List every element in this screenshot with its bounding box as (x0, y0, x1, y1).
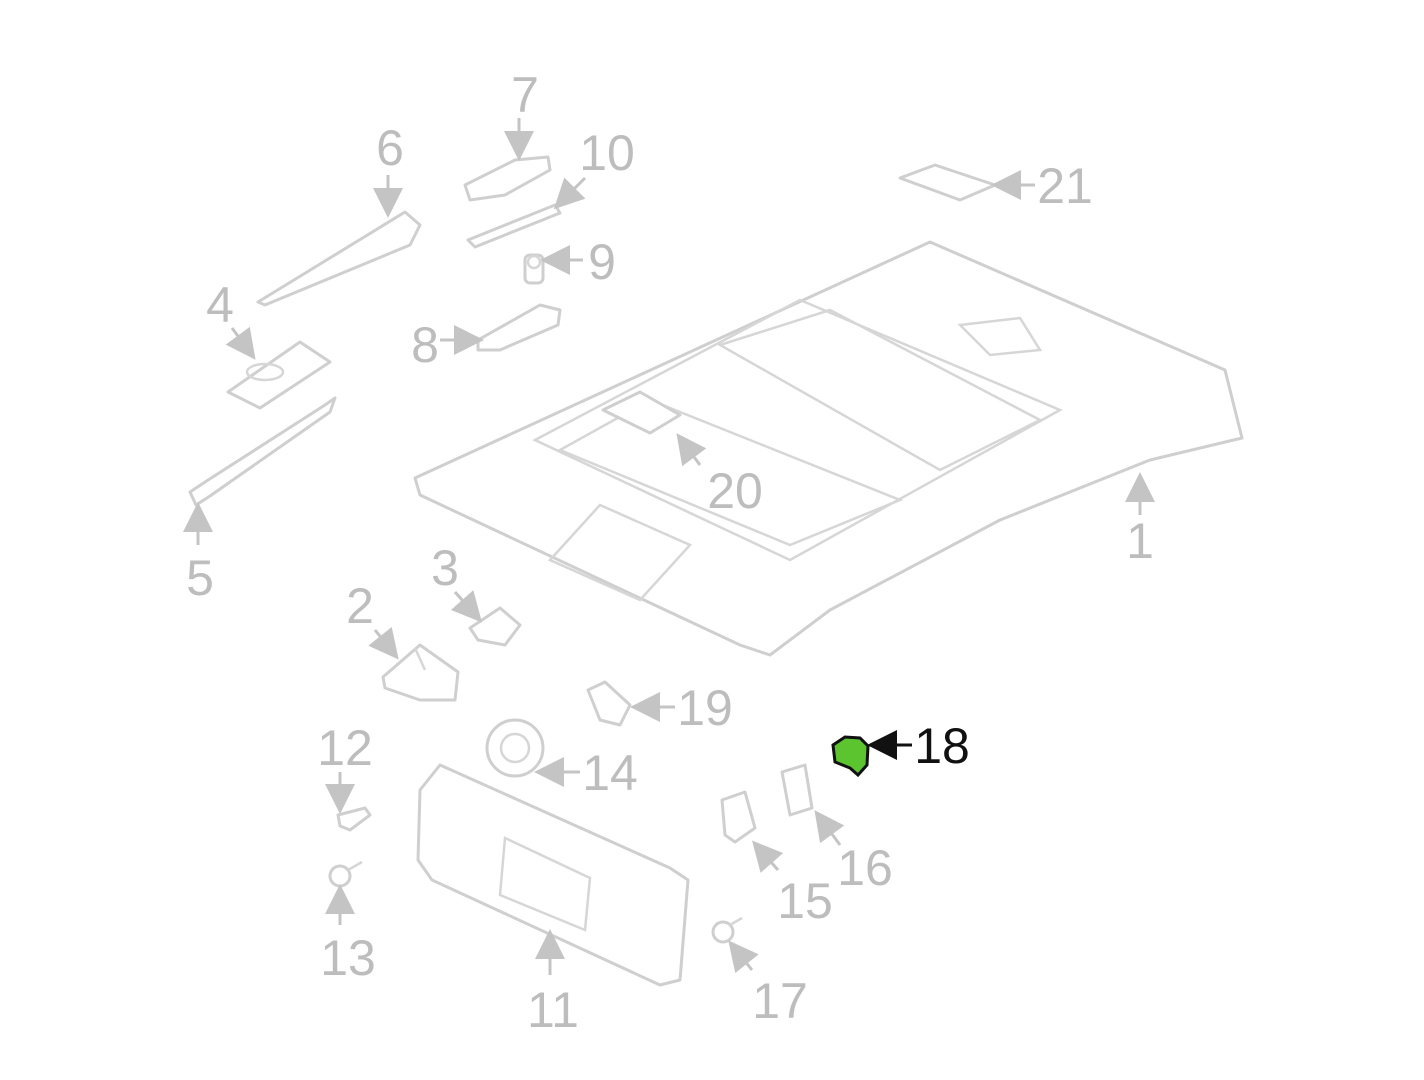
part-21[interactable] (898, 163, 997, 202)
part-10[interactable] (466, 203, 562, 249)
callout-13[interactable]: 13 (320, 930, 376, 986)
part-15[interactable] (720, 790, 757, 844)
leader-lines (183, 118, 1155, 975)
callout-19[interactable]: 19 (677, 680, 733, 736)
callout-21[interactable]: 21 (1037, 158, 1093, 214)
part-16[interactable] (780, 763, 814, 817)
part-9[interactable] (523, 253, 545, 285)
part-1-headliner[interactable] (413, 240, 1244, 657)
part-14[interactable] (485, 718, 545, 778)
callout-20[interactable]: 20 (707, 463, 763, 519)
callout-1[interactable]: 1 (1126, 513, 1154, 569)
callout-8[interactable]: 8 (411, 317, 439, 373)
part-17[interactable] (711, 916, 743, 944)
part-12[interactable] (336, 806, 372, 832)
part-13[interactable] (328, 860, 363, 888)
callout-11[interactable]: 11 (527, 982, 579, 1038)
callout-17[interactable]: 17 (752, 973, 808, 1029)
callout-12[interactable]: 12 (317, 720, 373, 776)
part-3[interactable] (468, 606, 522, 647)
callout-7[interactable]: 7 (511, 67, 539, 123)
part-11-sun-visor[interactable] (416, 763, 690, 987)
callout-2[interactable]: 2 (346, 578, 374, 634)
callout-9[interactable]: 9 (588, 234, 616, 290)
part-2[interactable] (381, 643, 460, 702)
part-18-highlighted[interactable] (831, 735, 870, 778)
part-4[interactable] (226, 340, 332, 410)
callout-3[interactable]: 3 (431, 540, 459, 596)
part-6[interactable] (256, 210, 422, 307)
callout-5[interactable]: 5 (186, 550, 214, 606)
callout-15[interactable]: 15 (777, 873, 833, 929)
part-8[interactable] (476, 303, 562, 352)
callout-16[interactable]: 16 (837, 840, 893, 896)
callout-14[interactable]: 14 (582, 745, 638, 801)
part-7[interactable] (463, 155, 552, 202)
callout-4[interactable]: 4 (206, 277, 234, 333)
part-19[interactable] (586, 680, 632, 727)
part-5[interactable] (188, 396, 337, 507)
part-20[interactable] (601, 390, 682, 435)
callout-18-highlighted[interactable]: 18 (914, 718, 970, 774)
callout-10[interactable]: 10 (579, 125, 635, 181)
callout-6[interactable]: 6 (376, 120, 404, 176)
